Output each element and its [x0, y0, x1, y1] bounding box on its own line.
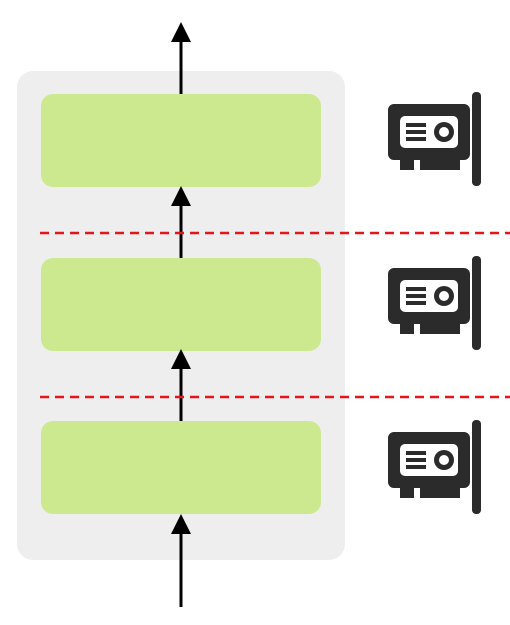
arrow-input [171, 514, 191, 607]
arrow-output [171, 22, 191, 94]
gpu-card-icon [388, 420, 481, 514]
layer-block-middle [41, 258, 321, 351]
arrow-layer2-to-layer1 [171, 349, 191, 421]
arrow-layer3-to-layer2 [171, 186, 191, 258]
layer-block-bottom [41, 421, 321, 514]
layer-block-top [41, 94, 321, 187]
gpu-card-icon [388, 256, 481, 350]
gpu-card-icon [388, 92, 481, 186]
